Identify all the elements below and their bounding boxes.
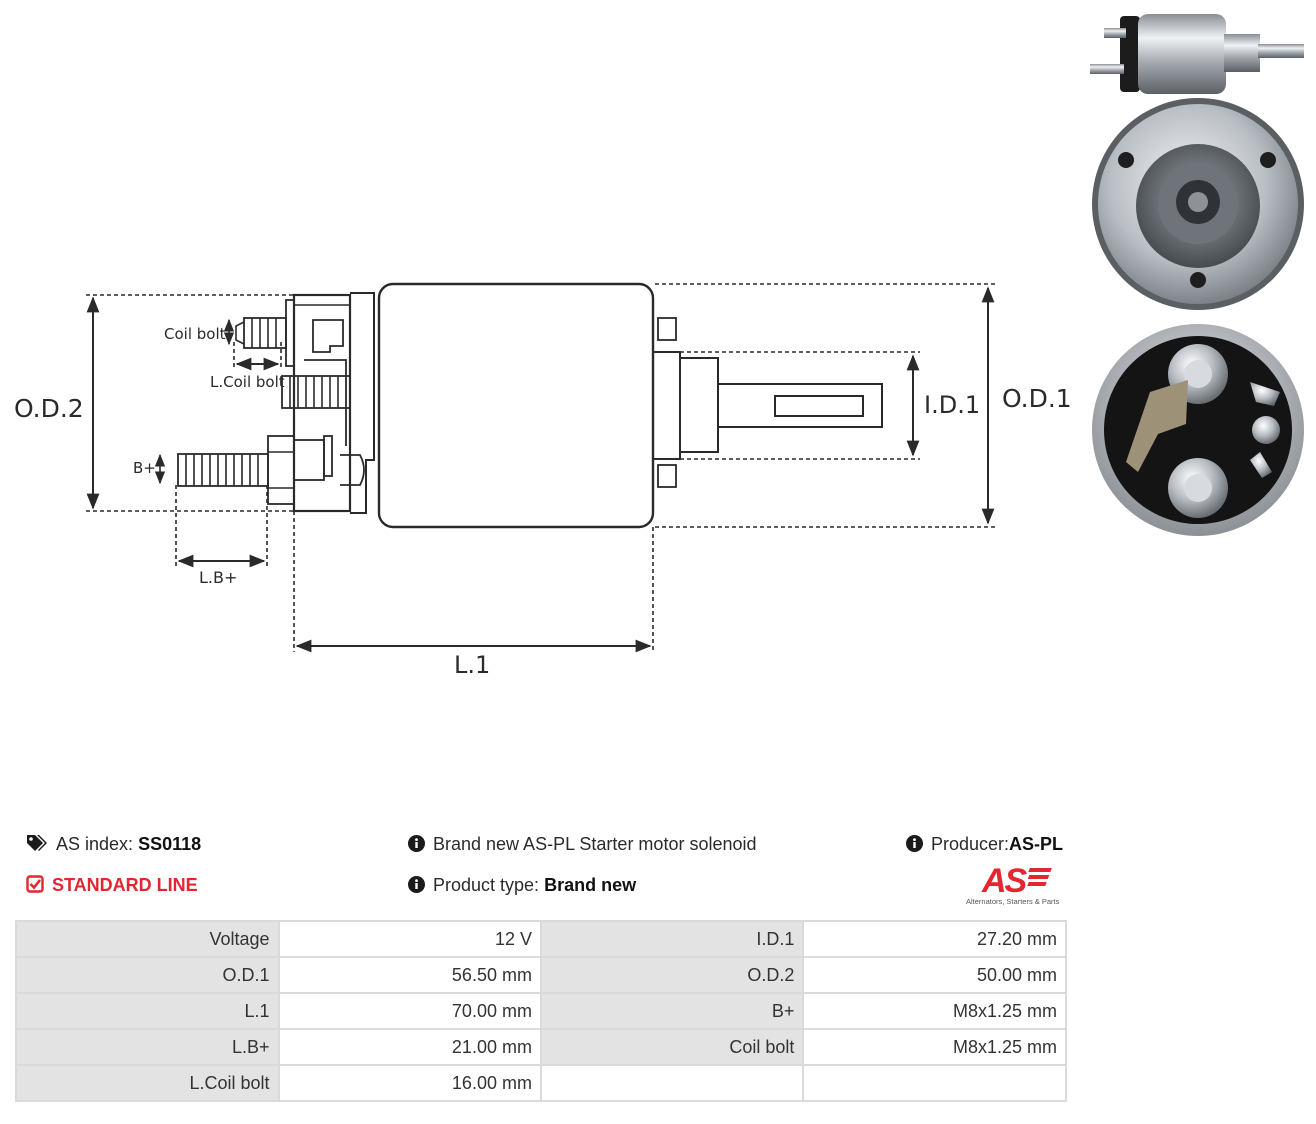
- tags-icon: [26, 834, 48, 857]
- product-photo-side: [1090, 14, 1304, 94]
- spec-key: L.1: [17, 994, 278, 1028]
- product-type-value: Brand new: [544, 875, 637, 895]
- spec-key: [541, 1066, 803, 1100]
- product-photo-back: [1092, 324, 1304, 536]
- producer: Producer:AS-PL: [906, 834, 1063, 857]
- as-index: AS index: SS0118: [26, 834, 201, 857]
- label-coil-bolt: Coil bolt: [164, 325, 226, 343]
- label-od1: O.D.1: [1002, 384, 1072, 413]
- table-row: L.Coil bolt 16.00 mm: [17, 1066, 1065, 1100]
- label-od2: O.D.2: [14, 394, 84, 423]
- as-logo-mark: AS Alternators, Starters & Parts: [966, 862, 1060, 906]
- spec-value: 16.00 mm: [279, 1066, 540, 1100]
- table-row: L.B+ 21.00 mm Coil bolt M8x1.25 mm: [17, 1030, 1065, 1064]
- as-logo: AS Alternators, Starters & Parts: [962, 862, 1068, 908]
- spec-value: 27.20 mm: [804, 922, 1065, 956]
- table-row: L.1 70.00 mm B+ M8x1.25 mm: [17, 994, 1065, 1028]
- spec-value: M8x1.25 mm: [804, 1030, 1065, 1064]
- label-id1: I.D.1: [924, 391, 980, 419]
- description-text: Brand new AS-PL Starter motor solenoid: [433, 834, 757, 854]
- info-circle-icon: [408, 835, 425, 857]
- spec-value: 70.00 mm: [279, 994, 540, 1028]
- svg-text:AS: AS: [981, 862, 1028, 900]
- spec-value: [804, 1066, 1065, 1100]
- spec-value: 12 V: [279, 922, 540, 956]
- label-b-plus: B+: [133, 459, 156, 477]
- product-type: Product type: Brand new: [408, 875, 636, 898]
- label-l1: L.1: [454, 651, 490, 679]
- producer-label: Producer:: [931, 834, 1010, 854]
- label-l-b-plus: L.B+: [199, 568, 237, 587]
- spec-value: M8x1.25 mm: [804, 994, 1065, 1028]
- check-square-icon: [26, 875, 44, 898]
- label-l-coil-bolt: L.Coil bolt: [210, 373, 285, 391]
- producer-value: AS-PL: [1009, 834, 1064, 854]
- spec-table: Voltage 12 V I.D.1 27.20 mm O.D.1 56.50 …: [15, 920, 1067, 1102]
- dimension-drawing: O.D.2 Coil bolt L.Coil bolt B+ L.B+ L.1 …: [14, 282, 1072, 679]
- spec-key: B+: [541, 994, 803, 1028]
- spec-value: 21.00 mm: [279, 1030, 540, 1064]
- standard-line: STANDARD LINE: [26, 875, 198, 898]
- description: Brand new AS-PL Starter motor solenoid: [408, 834, 757, 857]
- product-type-label: Product type:: [433, 875, 540, 895]
- spec-key: L.Coil bolt: [17, 1066, 278, 1100]
- as-index-label: AS index:: [56, 834, 134, 854]
- spec-key: Coil bolt: [541, 1030, 803, 1064]
- spec-key: O.D.2: [541, 958, 803, 992]
- spec-key: Voltage: [17, 922, 278, 956]
- spec-key: O.D.1: [17, 958, 278, 992]
- info-circle-icon: [906, 835, 923, 857]
- product-photo-front: [1092, 98, 1304, 310]
- standard-line-label: STANDARD LINE: [52, 875, 198, 895]
- info-circle-icon: [408, 876, 425, 898]
- spec-key: L.B+: [17, 1030, 278, 1064]
- table-row: Voltage 12 V I.D.1 27.20 mm: [17, 922, 1065, 956]
- spec-value: 50.00 mm: [804, 958, 1065, 992]
- spec-value: 56.50 mm: [279, 958, 540, 992]
- as-index-value: SS0118: [138, 834, 202, 854]
- svg-text:Alternators, Starters & Parts: Alternators, Starters & Parts: [966, 897, 1060, 906]
- table-row: O.D.1 56.50 mm O.D.2 50.00 mm: [17, 958, 1065, 992]
- spec-key: I.D.1: [541, 922, 803, 956]
